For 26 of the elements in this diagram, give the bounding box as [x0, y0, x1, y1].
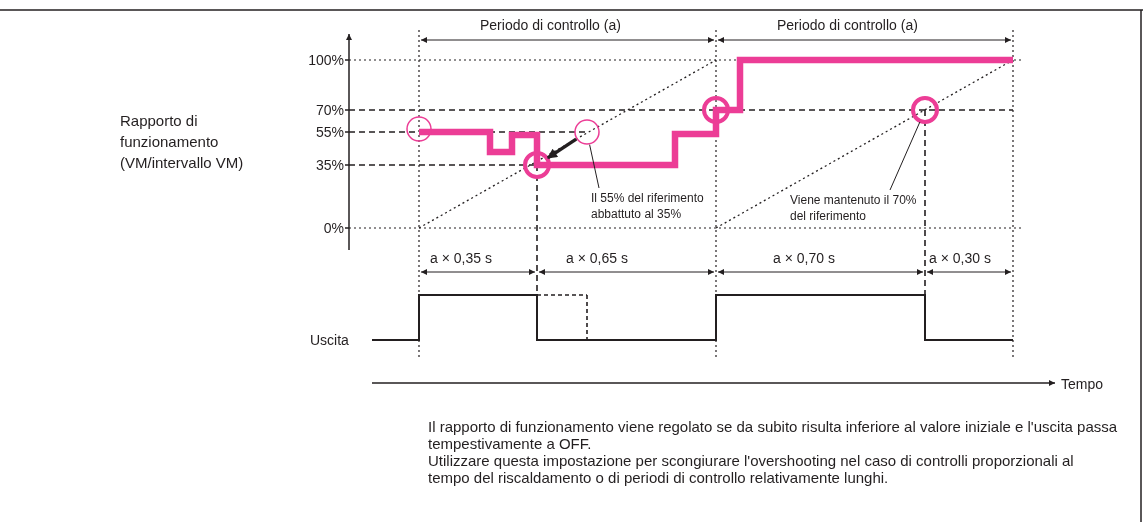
axis-title: Rapporto di funzionamento (VM/intervallo VM) — [120, 111, 245, 173]
duration-label: a × 0,35 s — [430, 250, 492, 267]
period-label: Periodo di controllo (a) — [480, 17, 621, 34]
duration-label: a × 0,30 s — [929, 250, 991, 267]
note-text: Il rapporto di funzionamento viene regolato se da subito risulta inferiore al valore iniziale e l'uscita passa tempestivamente a OFF. — [428, 418, 1118, 452]
axis-tick-label: 70% — [314, 102, 344, 119]
highlight-circle — [523, 151, 551, 179]
highlight-circle — [911, 96, 939, 124]
highlight-circle — [406, 116, 432, 142]
leader-line — [889, 121, 921, 191]
leader-line — [589, 144, 600, 189]
annotation-text: Viene mantenuto il 70% del riferimento — [790, 192, 925, 224]
duration-label: a × 0,70 s — [773, 250, 835, 267]
note-text: Utilizzare questa impostazione per scongiurare l'overshooting nel caso di controlli proporzionali al tempo del riscaldamento o di periodi di controllo relativamente lunghi. — [428, 452, 1075, 486]
axis-tick-label: 100% — [307, 52, 344, 69]
axis-tick-label: 0% — [322, 220, 344, 237]
signal-name: Uscita — [310, 332, 349, 349]
duration-label: a × 0,65 s — [566, 250, 628, 267]
axis-tick-label: 55% — [314, 124, 344, 141]
annotation-text: Il 55% del riferimento abbattuto al 35% — [591, 190, 741, 222]
axis-title: Tempo — [1061, 376, 1104, 393]
highlight-circle — [702, 96, 730, 124]
axis-tick-label: 35% — [314, 157, 344, 174]
arrow — [546, 137, 578, 160]
period-label: Periodo di controllo (a) — [777, 17, 918, 34]
highlight-circle — [574, 119, 600, 145]
